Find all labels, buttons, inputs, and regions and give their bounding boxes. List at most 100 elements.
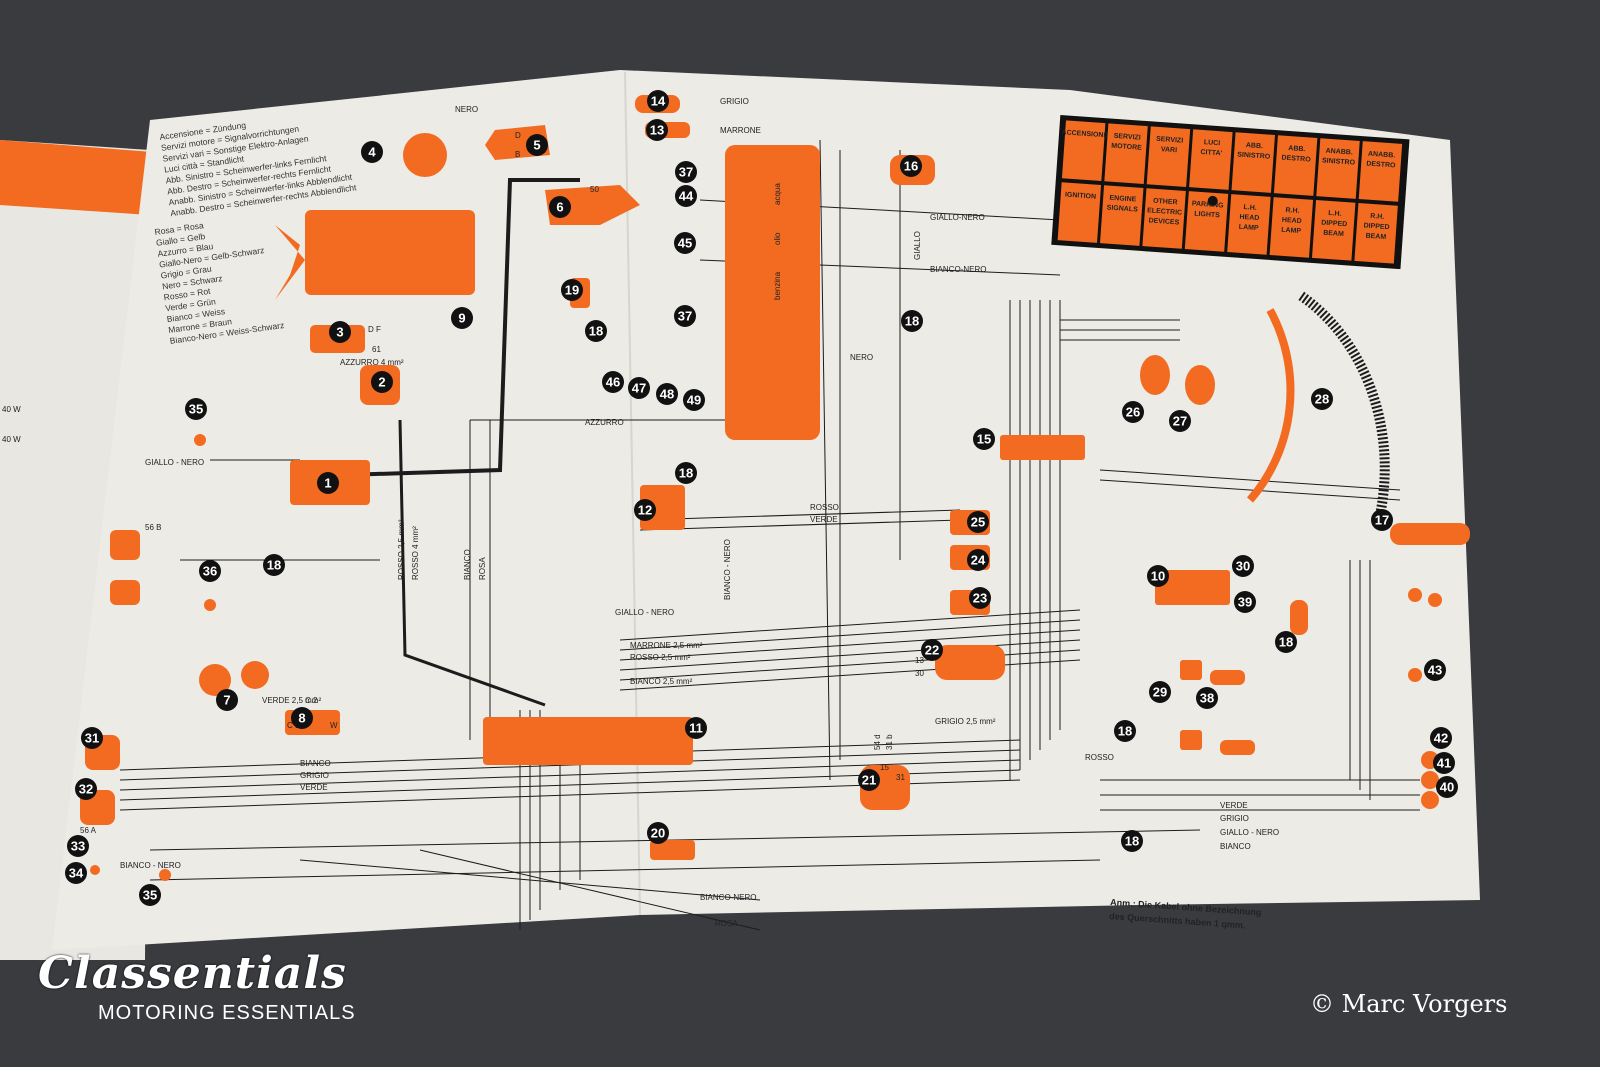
component-badge-37 (675, 161, 697, 183)
component-badge-32 (75, 778, 97, 800)
component-badge-10 (1147, 565, 1169, 587)
lamp-39 (1290, 600, 1308, 635)
component-badge-label: 49 (687, 393, 701, 408)
table-cell-text: SINISTRO (1237, 151, 1271, 160)
table-cell-text: DIPPED (1321, 219, 1347, 228)
table-dot (1207, 195, 1218, 206)
gauge-label-fuel: benzina (773, 271, 782, 300)
component-badge-label: 6 (556, 200, 563, 215)
component-badge-29 (1149, 681, 1171, 703)
terminal-label: C 1 (287, 721, 300, 730)
component-badge-13 (646, 119, 668, 141)
wire-label: BIANCO-NERO (700, 893, 756, 902)
component-badge-label: 31 (85, 731, 99, 746)
component-badge-label: 41 (1437, 756, 1451, 771)
terminal-label: 56 B (145, 523, 161, 532)
component-badge-39 (1234, 591, 1256, 613)
wire-label: GRIGIO (720, 97, 749, 106)
component-badge-label: 26 (1126, 405, 1140, 420)
component-badge-26 (1122, 401, 1144, 423)
table-cell-text: SINISTRO (1322, 157, 1356, 166)
component-20 (650, 840, 695, 860)
terminal-label: 31 (896, 773, 905, 782)
component-badge-40 (1436, 776, 1458, 798)
component-badge-42 (1430, 727, 1452, 749)
page-fold (624, 71, 641, 916)
gauge-label-oil: olio (773, 232, 782, 245)
wire-label: NERO (850, 353, 873, 362)
component-badge-label: 8 (298, 711, 305, 726)
horn-26 (1140, 355, 1170, 395)
component-badge-label: 10 (1151, 569, 1165, 584)
bulb (194, 434, 206, 446)
table-cell-text: SERVIZI (1156, 136, 1184, 145)
component-badge-1 (317, 472, 339, 494)
component-badge-label: 37 (678, 309, 692, 324)
wire-label: BIANCO (1220, 842, 1251, 851)
bulb (1428, 593, 1442, 607)
wire-label: BIANCO - NERO (723, 539, 732, 600)
wire-label: GIALLO-NERO (930, 213, 985, 222)
component-10 (1155, 570, 1230, 605)
wire-label: MARRONE 2,5 mm² (630, 641, 703, 650)
wire-label: GIALLO - NERO (1220, 828, 1279, 837)
component-badge-label: 9 (458, 311, 465, 326)
component-badge-4 (361, 141, 383, 163)
component-badge-label: 42 (1434, 731, 1448, 746)
component-badge-46 (602, 371, 624, 393)
table-cell-text: ENGINE (1109, 195, 1137, 204)
terminal-label: 30 (915, 669, 924, 678)
table-cell (1146, 126, 1191, 187)
wire-label: GIALLO - NERO (145, 458, 204, 467)
wiper-arc (1246, 308, 1295, 503)
table-cell (1316, 138, 1360, 199)
table-cell-text: ANABB. (1325, 148, 1353, 157)
component-badge-label: 18 (1125, 834, 1139, 849)
wire-label: VERDE (810, 515, 838, 524)
component-badge-21 (858, 769, 880, 791)
wire-label: GRIGIO (300, 771, 329, 780)
component-badge-9 (451, 307, 473, 329)
table-cell-text: OTHER (1153, 198, 1178, 207)
gauge-labels: acqua olio benzina (773, 183, 782, 300)
terminal-label: 15 (880, 763, 889, 772)
table-cell-text: DIPPED (1363, 222, 1389, 231)
component-badge-5 (526, 134, 548, 156)
terminal-label: 31 b (885, 734, 894, 750)
table-cell-text: R.H. (1285, 207, 1300, 215)
component-badge-label: 4 (368, 145, 376, 160)
component-badge-37 (674, 305, 696, 327)
component-badge-label: 15 (977, 432, 991, 447)
component-badge-16 (900, 155, 922, 177)
horn-27 (1185, 365, 1215, 405)
component-badge-24 (967, 549, 989, 571)
table-cell-text: ABB. (1246, 142, 1264, 150)
component-badge-label: 25 (971, 515, 985, 530)
wire-label: ROSSO (810, 503, 839, 512)
component-badge-18 (1114, 720, 1136, 742)
component-badge-label: 37 (679, 165, 693, 180)
component-badge-label: 28 (1315, 392, 1329, 407)
terminal-label: D (515, 131, 521, 140)
wire-label: ROSSO (1085, 753, 1114, 762)
wire-label: GIALLO (913, 231, 922, 260)
terminal-label: C 2 (305, 696, 318, 705)
heavy-starter-cable (398, 419, 546, 707)
component-badge-47 (628, 377, 650, 399)
table-cell (1227, 194, 1271, 255)
terminal-label: 50 (590, 185, 599, 194)
table-cell-text: ABB. (1288, 145, 1306, 153)
component-badge-35 (185, 398, 207, 420)
component-badge-label: 7 (223, 693, 230, 708)
component-badge-label: 24 (971, 553, 986, 568)
component-badge-label: 20 (651, 826, 665, 841)
component-badge-label: 44 (679, 189, 694, 204)
component-badge-label: 48 (660, 387, 674, 402)
fuse-box (483, 717, 693, 765)
component-badge-label: 39 (1238, 595, 1252, 610)
component-badge-label: 17 (1375, 513, 1389, 528)
heavy-battery-cable (344, 178, 580, 477)
component-badge-label: 45 (678, 236, 692, 251)
